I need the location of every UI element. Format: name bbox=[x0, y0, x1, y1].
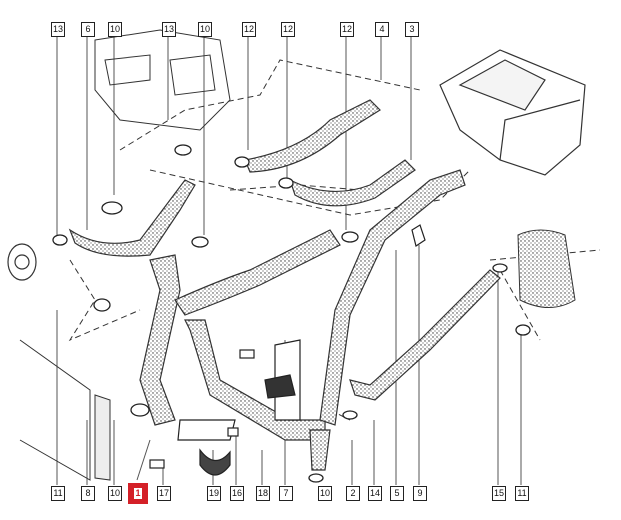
callout-label[interactable]: 9 bbox=[413, 486, 427, 501]
hoses bbox=[68, 99, 501, 471]
callout-label[interactable]: 12 bbox=[242, 22, 256, 37]
expansion-tank bbox=[517, 229, 576, 308]
callout-label[interactable]: 13 bbox=[51, 22, 65, 37]
callout-label[interactable]: 6 bbox=[81, 22, 95, 37]
callout-label[interactable]: 12 bbox=[340, 22, 354, 37]
callout-label[interactable]: 7 bbox=[279, 486, 293, 501]
radiator bbox=[19, 339, 111, 481]
oil-cooler bbox=[7, 243, 37, 281]
clamps bbox=[52, 144, 531, 483]
callout-label[interactable]: 2 bbox=[346, 486, 360, 501]
callout-label[interactable]: 16 bbox=[230, 486, 244, 501]
callout-label[interactable]: 8 bbox=[81, 486, 95, 501]
leader-lines bbox=[56, 35, 522, 485]
callout-label[interactable]: 13 bbox=[162, 22, 176, 37]
callout-label[interactable]: 18 bbox=[256, 486, 270, 501]
heater-box bbox=[439, 49, 586, 176]
callout-label[interactable]: 17 bbox=[157, 486, 171, 501]
callout-label[interactable]: 3 bbox=[405, 22, 419, 37]
callout-label[interactable]: 11 bbox=[515, 486, 529, 501]
highlighted-number: 1 bbox=[134, 488, 142, 499]
callout-label[interactable]: 10 bbox=[198, 22, 212, 37]
callout-label-highlighted[interactable]: 1 bbox=[128, 483, 148, 504]
callout-label[interactable]: 5 bbox=[390, 486, 404, 501]
engine-block bbox=[94, 29, 231, 131]
callout-label[interactable]: 12 bbox=[281, 22, 295, 37]
callout-label[interactable]: 10 bbox=[108, 486, 122, 501]
callout-label[interactable]: 19 bbox=[207, 486, 221, 501]
callout-label[interactable]: 15 bbox=[492, 486, 506, 501]
callout-label[interactable]: 14 bbox=[368, 486, 382, 501]
brackets bbox=[149, 224, 426, 476]
callout-label[interactable]: 11 bbox=[51, 486, 65, 501]
callout-label[interactable]: 4 bbox=[375, 22, 389, 37]
callout-label[interactable]: 10 bbox=[318, 486, 332, 501]
callout-label[interactable]: 10 bbox=[108, 22, 122, 37]
